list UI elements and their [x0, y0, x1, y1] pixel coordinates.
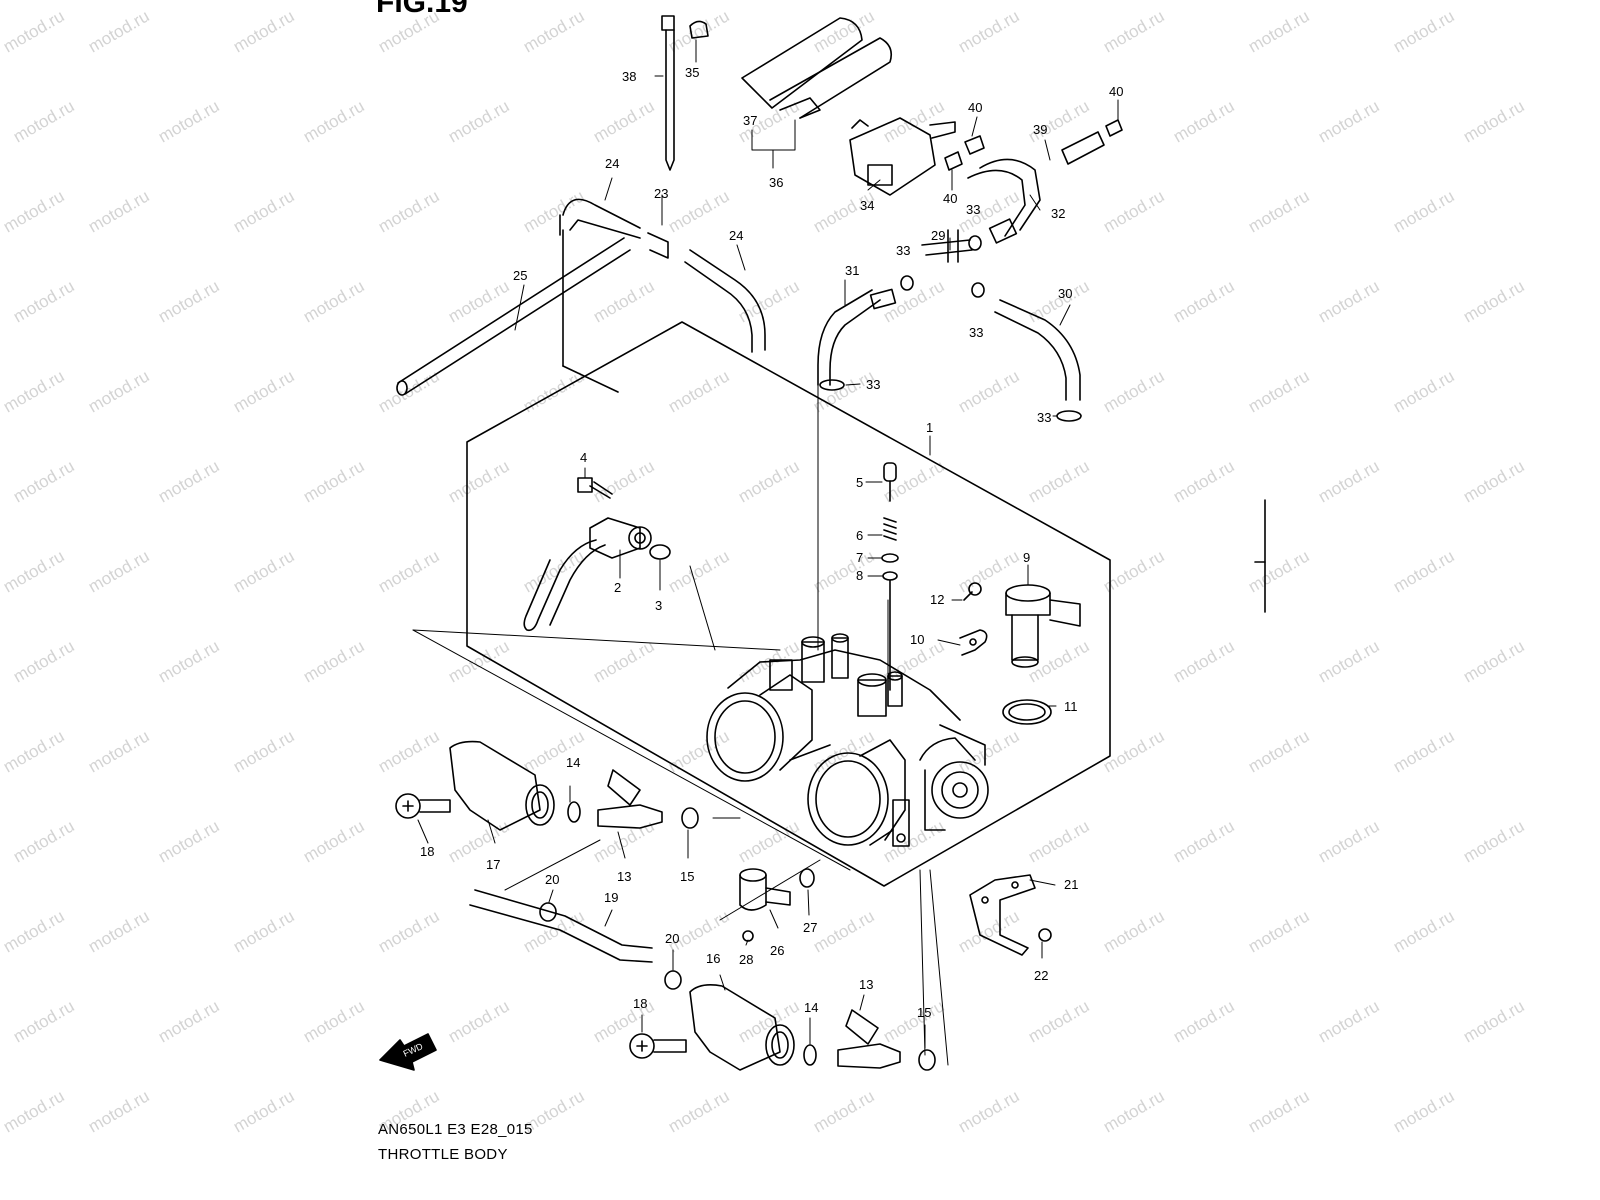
callout-39: 39: [1033, 122, 1047, 137]
callout-6: 6: [856, 528, 863, 543]
callout-28: 28: [739, 952, 753, 967]
callout-10: 10: [910, 632, 924, 647]
callout-11: 11: [1064, 699, 1078, 714]
fwd-arrow: FWD: [379, 1033, 437, 1071]
callout-23: 23: [654, 186, 668, 201]
callout-7: 7: [856, 550, 863, 565]
callout-24: 24: [605, 156, 619, 171]
callout-36: 36: [769, 175, 783, 190]
callout-30: 30: [1058, 286, 1072, 301]
callout-9: 9: [1023, 550, 1030, 565]
callout-31: 31: [845, 263, 859, 278]
callout-20: 20: [545, 872, 559, 887]
vacuum-hoses-23-25: [396, 15, 766, 396]
callout-26: 26: [770, 943, 784, 958]
callout-33a: 33: [966, 202, 980, 217]
callout-25: 25: [513, 268, 527, 283]
callout-38: 38: [622, 69, 636, 84]
callout-16: 16: [706, 951, 720, 966]
callout-1: 1: [926, 420, 933, 435]
figure-label: FIG.19: [376, 0, 468, 19]
callout-40a: 40: [968, 100, 982, 115]
assembly-outline: [466, 229, 1266, 887]
callout-18: 18: [420, 844, 434, 859]
callout-12: 12: [930, 592, 944, 607]
throttle-body-assembly: [706, 633, 989, 847]
callout-33e: 33: [1037, 410, 1051, 425]
part-34-37-solenoid: [741, 17, 956, 196]
callout-21: 21: [1064, 877, 1078, 892]
callout-3: 3: [655, 598, 662, 613]
callout-13: 13: [617, 869, 631, 884]
part-9-12-sensor: [959, 582, 1081, 725]
part-5-8-screw-spring: [881, 462, 899, 691]
callout-35: 35: [685, 65, 699, 80]
callout-14: 14: [566, 755, 580, 770]
callout-40c: 40: [1109, 84, 1123, 99]
hoses-29-33-39-40: [817, 119, 1123, 422]
callout-15: 15: [680, 869, 694, 884]
callout-4: 4: [580, 450, 587, 465]
callout-8: 8: [856, 568, 863, 583]
callout-22: 22: [1034, 968, 1048, 983]
callout-2: 2: [614, 580, 621, 595]
callout-24b: 24: [729, 228, 743, 243]
callout-33c: 33: [969, 325, 983, 340]
diagram-title: THROTTLE BODY: [378, 1146, 508, 1163]
part-13-18-injector-upper: [395, 740, 699, 831]
callout-33b: 33: [896, 243, 910, 258]
callout-5: 5: [856, 475, 863, 490]
callout-37: 37: [743, 113, 757, 128]
callout-17: 17: [486, 857, 500, 872]
callout-40b: 40: [943, 191, 957, 206]
callout-14b: 14: [804, 1000, 818, 1015]
diagram-code: AN650L1 E3 E28_015: [378, 1121, 533, 1138]
callout-34: 34: [860, 198, 874, 213]
part-19-20-fuel-pipe: [469, 889, 682, 990]
callout-19: 19: [604, 890, 618, 905]
part-13-18-injector-lower: [629, 984, 936, 1071]
callout-27: 27: [803, 920, 817, 935]
part-2-3-4-sensor: [523, 477, 671, 632]
callout-13b: 13: [859, 977, 873, 992]
callout-32: 32: [1051, 206, 1065, 221]
callout-29: 29: [931, 228, 945, 243]
part-21-22-bracket: [969, 874, 1052, 956]
callout-numbers: 1 2 3 4 5 6 7 8 9 10 11 12 13 13 14 14 1…: [420, 65, 1123, 1020]
callout-33d: 33: [866, 377, 880, 392]
callout-18b: 18: [633, 996, 647, 1011]
callout-20b: 20: [665, 931, 679, 946]
callout-15b: 15: [917, 1005, 931, 1020]
leader-lines: [412, 39, 1119, 1066]
